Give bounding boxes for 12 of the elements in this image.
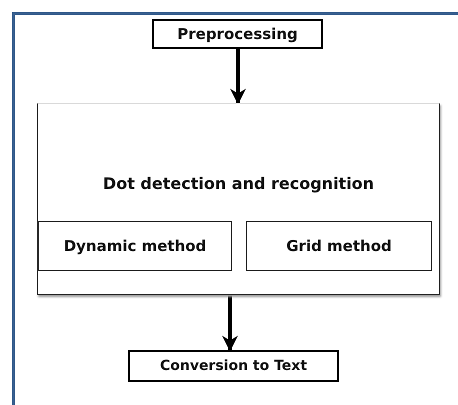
node-label: Grid method [286,237,392,255]
process-box [128,350,339,382]
arrow [222,295,238,352]
node-label: Dynamic method [64,237,206,255]
process-box [38,221,232,271]
process-box [152,19,323,49]
process-box [246,221,432,271]
arrow [230,49,246,105]
node-label: Dot detection and recognition [102,174,374,193]
node-label: Preprocessing [177,25,298,43]
group-box [37,103,440,295]
node-label: Conversion to Text [160,358,308,374]
